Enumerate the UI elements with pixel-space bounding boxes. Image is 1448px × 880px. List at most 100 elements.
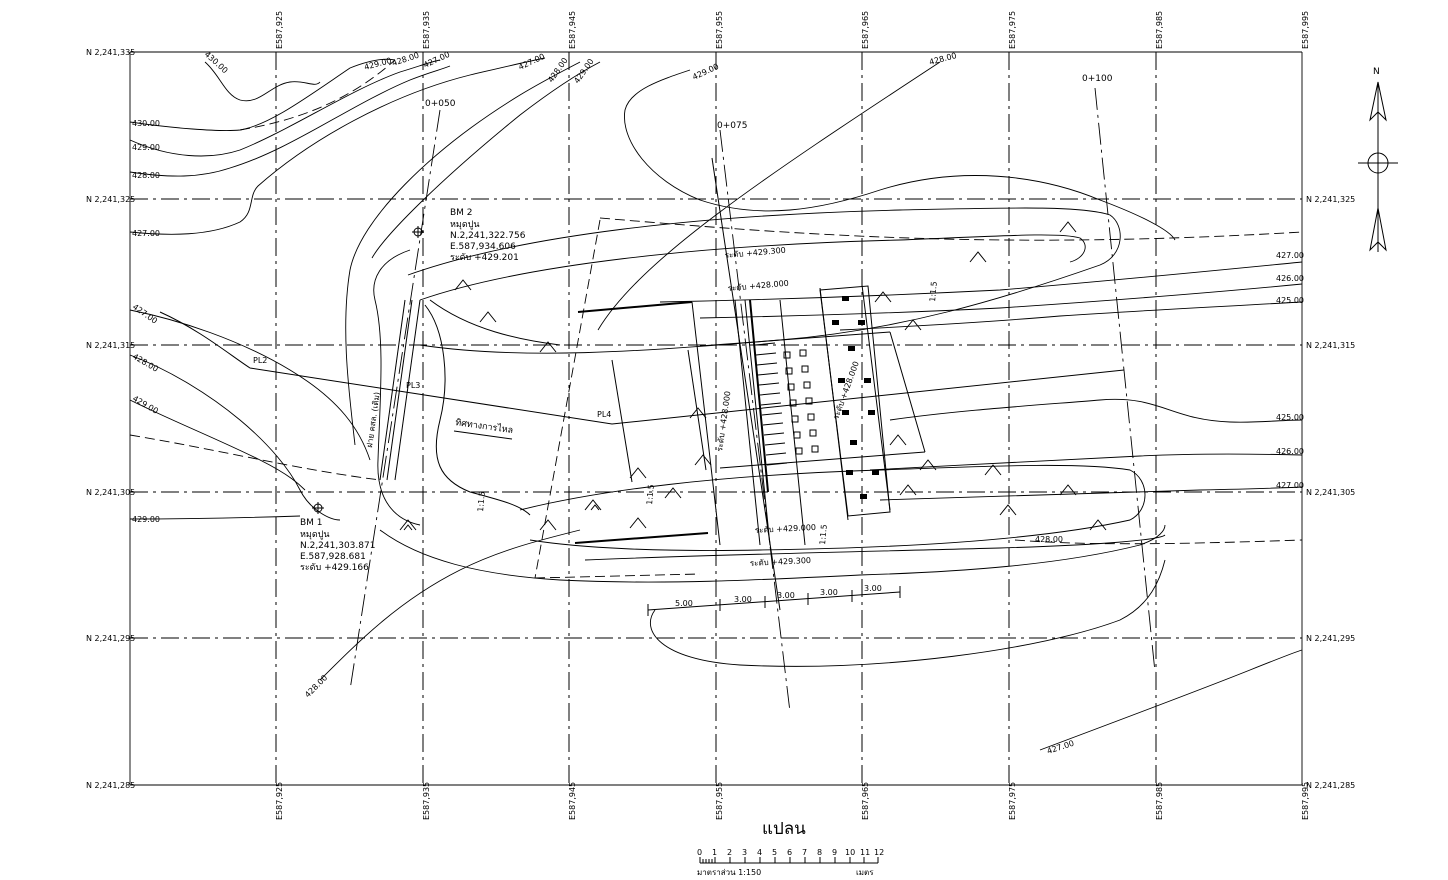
- dimension-chain: 5.00 3.00 3.00 3.00 3.00: [647, 584, 901, 616]
- contour-label: 426.00: [1276, 447, 1304, 456]
- baffle-block: [787, 383, 795, 391]
- baffle-block: [803, 381, 811, 389]
- elevation-label: ระดับ +429.000: [755, 523, 817, 535]
- benchmark-north: N.2,241,322.756: [450, 231, 526, 241]
- slope-hatch: [1059, 221, 1077, 233]
- riprap-block: [848, 346, 855, 351]
- baffle-block: [793, 431, 801, 439]
- riprap-block: [846, 470, 853, 475]
- northing-label: N 2,241,295: [1306, 634, 1355, 643]
- easting-label: E587,995: [1301, 782, 1310, 820]
- contour-loop-bottom: [650, 559, 1166, 667]
- contour-430-top: [204, 61, 321, 102]
- north-arrow-label: N: [1373, 67, 1380, 77]
- weir-wall-3: [744, 299, 771, 546]
- dimension-label: 3.00: [734, 595, 752, 604]
- slope-hatch: [629, 517, 647, 529]
- contour-427-left: [129, 57, 546, 235]
- northing-labels-right: N 2,241,325 N 2,241,315 N 2,241,305 N 2,…: [1306, 195, 1355, 790]
- weir-basin-top: [699, 331, 891, 347]
- scale-tick-label: 3: [742, 848, 747, 857]
- weir-steps: [754, 342, 788, 466]
- scale-text: มาตราส่วน 1:150: [697, 868, 761, 877]
- slope-hatch: [664, 487, 682, 499]
- benchmark-north: N.2,241,303.871: [300, 541, 375, 551]
- slope-hatch: [984, 464, 1002, 476]
- easting-label: E587,965: [861, 11, 870, 49]
- easting-label: E587,925: [275, 782, 284, 820]
- ditch-line-1: [379, 299, 406, 481]
- contour-429-low-left: [129, 399, 306, 491]
- north-arrow: N: [1358, 67, 1398, 252]
- slope-hatch: [584, 499, 602, 511]
- contour-label: 425.00: [1276, 413, 1304, 422]
- contour-427-mid: [879, 486, 1303, 501]
- scale-tick-label: 5: [772, 848, 777, 857]
- northing-label: N 2,241,315: [86, 341, 135, 350]
- scale-tick-label: 7: [802, 848, 807, 857]
- slope-hatch: [694, 454, 712, 466]
- slope-hatch: [479, 311, 497, 323]
- flow-direction-label: ทิศทางการไหล: [455, 417, 514, 436]
- station-line-075: [719, 129, 791, 713]
- easting-label: E587,975: [1008, 11, 1017, 49]
- contour-lines: [129, 57, 1303, 751]
- channel-left-bank-2: [424, 304, 531, 516]
- easting-label: E587,975: [1008, 782, 1017, 820]
- northing-label: N 2,241,325: [86, 195, 135, 204]
- scale-tick-label: 9: [832, 848, 837, 857]
- channel-left-bank: [429, 299, 561, 346]
- contour-429-bm1: [129, 515, 301, 520]
- scale-tick-label: 2: [727, 848, 732, 857]
- drawing-title: แปลน: [762, 819, 806, 839]
- contour-label: 427.00: [132, 229, 160, 238]
- weir-upper-wall: [577, 301, 693, 313]
- riprap-block: [850, 440, 857, 445]
- northing-label: N 2,241,325: [1306, 195, 1355, 204]
- slope-hatch: [999, 504, 1017, 516]
- baffle-block: [811, 445, 819, 453]
- riprap-block: [838, 378, 845, 383]
- station-line-100: [1094, 87, 1156, 673]
- scale-bar: 0 1 2 3 4 5 6 7 8 9 10 11 12 มาตราส่วน 1…: [697, 848, 884, 877]
- slope-label: 1:1.5: [928, 281, 939, 302]
- baffle-block: [807, 413, 815, 421]
- riprap-block: [858, 320, 865, 325]
- contour-label: 428.00: [1035, 535, 1063, 544]
- slope-hatch: [969, 251, 987, 263]
- contour-label: 426.00: [1276, 274, 1304, 283]
- contour-425-right: [839, 301, 1303, 331]
- contour-label: 425.00: [1276, 296, 1304, 305]
- elevation-label: ระดับ +428.000: [715, 390, 732, 452]
- weir-wall-1: [691, 301, 721, 546]
- benchmark-name: BM 2: [450, 208, 473, 218]
- dimension-label: 3.00: [820, 588, 838, 597]
- stilling-basin-outline: [819, 285, 891, 517]
- profile-lines: PL2 PL3 PL4: [159, 311, 1125, 425]
- contour-428-lower-left: [319, 529, 581, 681]
- contour-label: 428.00: [132, 171, 160, 180]
- contour-427-right: [659, 261, 1303, 303]
- contour-labels: 430.00 430.00 429.00 428.00 427.00 429.0…: [131, 50, 1304, 756]
- weir-apron-left: [611, 359, 633, 483]
- contour-label: 427.00: [131, 302, 159, 325]
- baffle-block: [783, 351, 791, 359]
- slope-hatch: [889, 434, 907, 446]
- easting-label: E587,945: [568, 782, 577, 820]
- contour-label: 429.00: [132, 515, 160, 524]
- contour-426-right: [699, 283, 1303, 319]
- northing-label: N 2,241,305: [1306, 488, 1355, 497]
- easting-label: E587,965: [861, 782, 870, 820]
- contour-428-left: [129, 65, 451, 177]
- elevation-label: ระดับ +429.300: [750, 556, 812, 568]
- contour-label: 430.00: [203, 50, 230, 75]
- contour-label: 427.00: [1276, 481, 1304, 490]
- boundary-bottom-right: [1014, 539, 1303, 545]
- easting-label: E587,935: [422, 11, 431, 49]
- northing-labels-left: N 2,241,335 N 2,241,325 N 2,241,315 N 2,…: [86, 48, 135, 790]
- contour-label: 427.00: [1046, 739, 1075, 756]
- boundary-upper: [599, 217, 1303, 241]
- slope-hatch: [539, 519, 557, 531]
- northing-label: N 2,241,285: [1306, 781, 1355, 790]
- slope-hatch: [399, 519, 417, 531]
